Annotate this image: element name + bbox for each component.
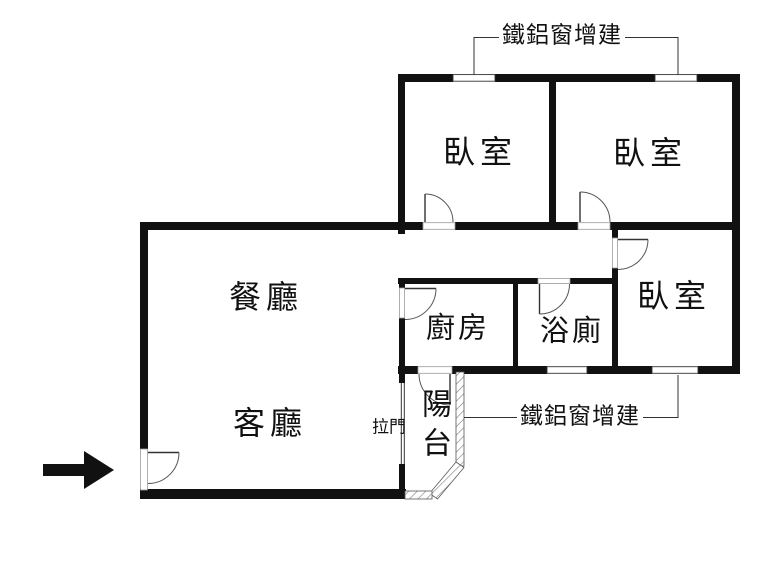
room-label-balcony: 陽台 (416, 388, 451, 466)
room-label-bedroom2: 臥室 (612, 134, 688, 172)
door-entrance (147, 451, 180, 484)
annotation-sliding-door: 拉門 (372, 417, 406, 438)
room-label-living: 客廳 (232, 404, 308, 442)
sliding-door (400, 383, 405, 464)
door-bathroom (538, 283, 570, 315)
annotation-window-addition-top: 鐵鋁窗增建 (499, 24, 625, 48)
window-bedroom1 (452, 74, 496, 82)
leader-lines (464, 37, 679, 418)
walls (140, 74, 740, 499)
window-bathroom (546, 366, 588, 374)
door-openings (140, 222, 619, 491)
room-label-bedroom3: 臥室 (636, 277, 712, 315)
window-bedroom3 (651, 366, 699, 374)
entrance-arrow-icon (43, 451, 114, 489)
door-balcony (418, 373, 451, 406)
room-label-bathroom: 浴廁 (539, 313, 605, 348)
windows (452, 74, 699, 374)
door-bedroom3 (617, 238, 649, 270)
balcony-hatched-wall (404, 371, 465, 500)
door-bedroom2 (579, 191, 611, 223)
window-bedroom2 (654, 74, 698, 82)
room-label-bedroom1: 臥室 (442, 133, 518, 171)
door-bedroom1 (424, 193, 454, 223)
door-kitchen (404, 287, 437, 320)
room-label-dining: 餐廳 (228, 278, 304, 316)
room-label-kitchen: 廚房 (425, 310, 491, 345)
annotation-window-addition-bottom: 鐵鋁窗增建 (517, 405, 643, 429)
